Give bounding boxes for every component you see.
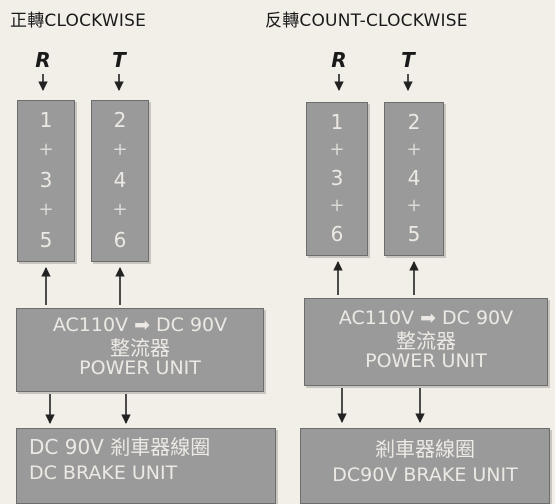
terminal-6: 6 <box>330 222 344 247</box>
brake-unit-label-cn: 剎車器線圈 <box>375 437 475 461</box>
terminal-4: 4 <box>407 165 421 190</box>
power-unit-label: POWER UNIT <box>365 349 487 372</box>
terminal-5: 5 <box>407 222 421 247</box>
terminal-6: 6 <box>113 227 127 252</box>
terminal-2: 2 <box>113 108 127 133</box>
power-unit-conversion: AC110V ➡ DC 90V <box>338 307 514 329</box>
terminal-link: + <box>38 139 54 161</box>
terminal-link: + <box>112 139 128 161</box>
terminal-column-r: 1 + 3 + 6 <box>306 102 368 256</box>
terminal-5: 5 <box>39 227 53 252</box>
terminal-column-t: 2 + 4 + 6 <box>91 100 149 262</box>
brake-unit-label-cn: DC 90V 剎車器線圈 <box>29 435 211 459</box>
power-unit-label: POWER UNIT <box>79 356 201 379</box>
terminal-column-r: 1 + 3 + 5 <box>17 100 75 262</box>
counter-clockwise-title: 反轉COUNT-CLOCKWISE <box>265 11 468 31</box>
power-unit-box: AC110V ➡ DC 90V 整流器 POWER UNIT <box>16 308 264 392</box>
terminal-4: 4 <box>113 167 127 192</box>
terminal-link: + <box>406 195 422 217</box>
terminal-link: + <box>406 138 422 160</box>
terminal-link: + <box>329 138 345 160</box>
r-input-label: R <box>331 48 347 72</box>
t-input-label: T <box>401 48 415 72</box>
terminal-link: + <box>329 195 345 217</box>
terminal-2: 2 <box>407 109 421 134</box>
clockwise-title: 正轉CLOCKWISE <box>10 11 147 31</box>
power-unit-label-cn: 整流器 <box>110 335 170 360</box>
terminal-1: 1 <box>39 108 53 133</box>
brake-unit-label: DC90V BRAKE UNIT <box>332 464 518 486</box>
terminal-link: + <box>38 198 54 220</box>
power-unit-label-cn: 整流器 <box>396 328 456 353</box>
terminal-1: 1 <box>330 109 344 134</box>
brake-unit-label: DC BRAKE UNIT <box>29 462 178 484</box>
power-unit-box: AC110V ➡ DC 90V 整流器 POWER UNIT <box>304 298 548 386</box>
t-input-label: T <box>112 48 126 72</box>
r-input-label: R <box>35 48 51 72</box>
terminal-3: 3 <box>39 167 53 192</box>
terminal-link: + <box>112 198 128 220</box>
brake-unit-box: DC 90V 剎車器線圈 DC BRAKE UNIT <box>16 428 276 504</box>
brake-unit-box: 剎車器線圈 DC90V BRAKE UNIT <box>300 428 550 504</box>
power-unit-conversion: AC110V ➡ DC 90V <box>52 314 228 336</box>
terminal-3: 3 <box>330 165 344 190</box>
terminal-column-t: 2 + 4 + 5 <box>384 102 444 256</box>
